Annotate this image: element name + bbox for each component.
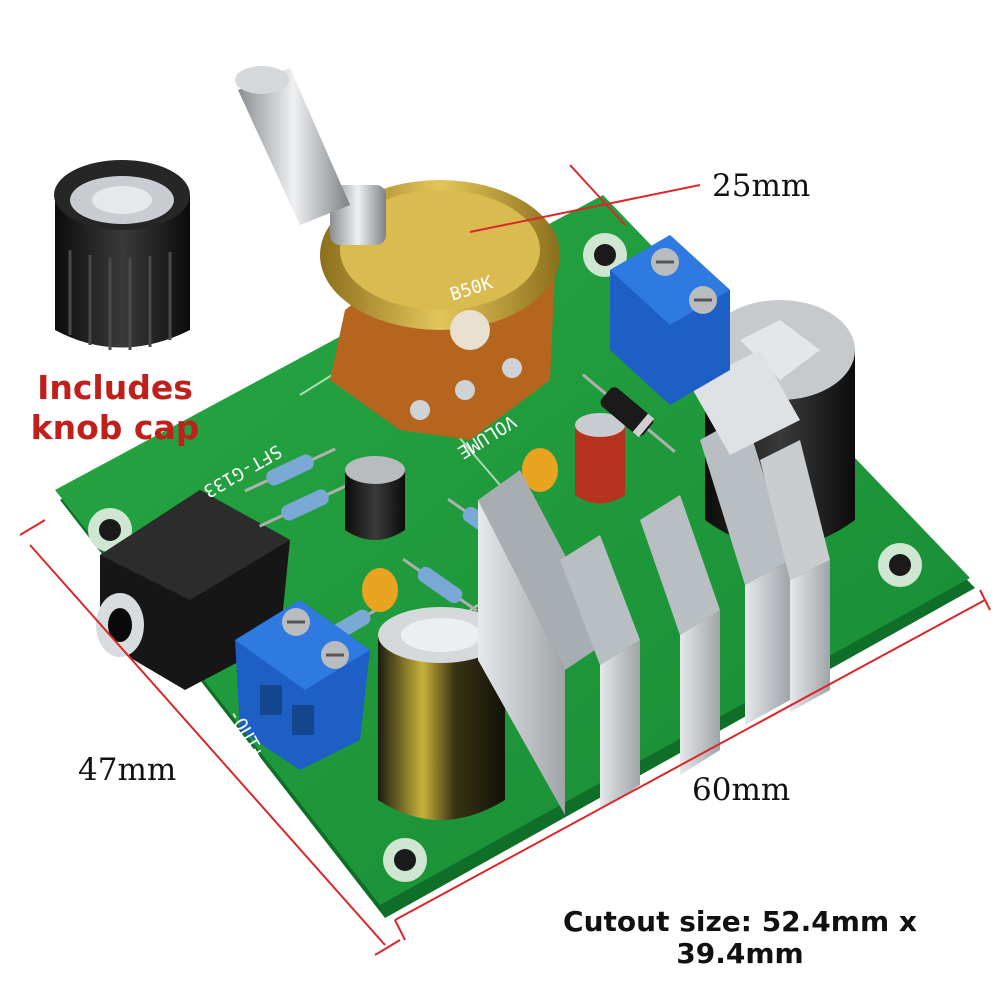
output-terminal — [235, 600, 370, 770]
filter-capacitor-gold — [378, 607, 505, 820]
small-capacitors — [345, 413, 625, 612]
heatsink — [478, 350, 830, 815]
potentiometer — [235, 66, 560, 440]
cutout-size-note: Cutout size: 52.4mm x 39.4mm — [545, 906, 935, 970]
length-dimension-label: 60mm — [692, 772, 791, 808]
width-dimension-label: 47mm — [78, 752, 177, 788]
knob-cap — [54, 160, 190, 350]
knob-cap-note-line1: Includes — [37, 368, 193, 407]
dimension-lines — [19, 164, 991, 956]
knob-cap-note-line2: knob cap — [30, 408, 200, 447]
diode — [581, 373, 676, 453]
knob-cap-note: Includes knob cap — [30, 368, 200, 448]
cutout-size-line2: 39.4mm — [676, 937, 804, 970]
cutout-size-line1: Cutout size: 52.4mm x — [563, 905, 917, 938]
height-dimension-label: 25mm — [712, 168, 811, 204]
power-terminal — [610, 235, 730, 405]
mounting-holes — [88, 233, 922, 882]
audio-jack — [96, 490, 290, 690]
